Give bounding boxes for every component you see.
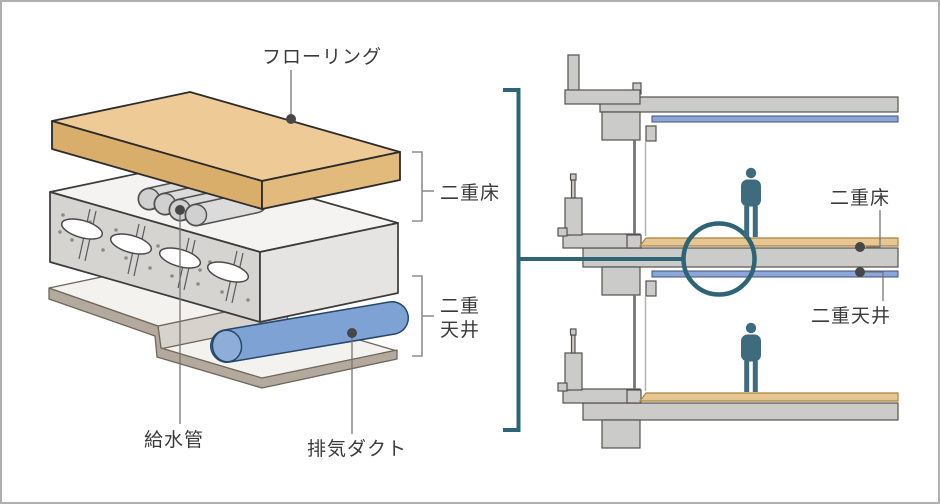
- label-exhaust-duct: 排気ダクト: [307, 438, 407, 460]
- lower-sill: [626, 389, 642, 404]
- ceiling-strips: [651, 115, 899, 278]
- double-floor-bracket: [412, 151, 423, 222]
- ceiling-panel-edge-band: [48, 287, 398, 389]
- teal-annotations: [503, 88, 757, 432]
- highlight-circle: [681, 221, 757, 297]
- exhaust-duct-end-cap: [211, 329, 243, 363]
- label-flooring: フローリング: [262, 46, 382, 68]
- window-head: [645, 125, 657, 142]
- exploded-view-diagram: フローリング 二重床 二重 天井 給水管 排気ダクト: [48, 46, 500, 460]
- middle-ceiling-strip: [651, 270, 899, 278]
- double-ceiling-dot: [855, 267, 865, 277]
- leader-double-floor-right: [866, 210, 881, 248]
- label-double-ceiling-left-line2: 天井: [440, 319, 480, 341]
- flooring-panel: [51, 91, 401, 210]
- roof-ceiling-strip: [651, 115, 899, 123]
- floor-strips: [638, 237, 899, 402]
- person-lower-room: [741, 322, 761, 392]
- leader-dots-left: [175, 114, 357, 338]
- exhaust-duct: [210, 301, 409, 363]
- lower-railing-post: [570, 334, 576, 354]
- leader-double-ceiling-right: [865, 271, 884, 301]
- lower-beam: [601, 419, 641, 449]
- roof-slab: [599, 96, 899, 113]
- middle-floor-strip: [638, 237, 899, 247]
- flooring-right-face: [261, 151, 401, 210]
- section-bracket: [503, 88, 521, 432]
- lower-slab: [582, 402, 899, 421]
- label-double-floor-right: 二重床: [830, 187, 890, 209]
- window-frames: [633, 140, 647, 391]
- water-pipe-dot: [175, 205, 185, 215]
- label-double-ceiling-right: 二重天井: [811, 305, 891, 327]
- roof-beam: [601, 111, 641, 141]
- window-head: [645, 280, 657, 297]
- concrete-slab: [49, 162, 399, 323]
- roof-parapet: [567, 54, 580, 96]
- middle-beam: [601, 266, 641, 296]
- brackets-left: [412, 151, 434, 357]
- exhaust-duct-dot: [347, 328, 357, 338]
- person-middle-room: [741, 167, 761, 237]
- label-water-pipe: 給水管: [144, 429, 204, 451]
- person-figures: [741, 167, 761, 392]
- lower-floor-strip: [638, 392, 899, 402]
- slab-right-face: [259, 222, 399, 323]
- double-floor-dot: [855, 242, 865, 252]
- label-double-floor-left: 二重床: [440, 182, 500, 204]
- section-view-diagram: 二重床 二重天井: [503, 54, 899, 449]
- roof-assembly: [564, 54, 899, 142]
- section-structure: [557, 54, 899, 449]
- leaders-right: [865, 210, 884, 301]
- double-ceiling-bracket: [412, 275, 423, 357]
- leader-dots-right: [855, 242, 865, 277]
- middle-sill: [626, 234, 642, 249]
- label-double-ceiling-left-line1: 二重: [440, 295, 480, 317]
- leader-lines-left: [179, 70, 353, 434]
- flooring-dot: [286, 114, 296, 124]
- lower-floor-assembly: [557, 328, 899, 449]
- middle-railing-post: [570, 179, 576, 199]
- middle-floor-assembly: [557, 173, 899, 297]
